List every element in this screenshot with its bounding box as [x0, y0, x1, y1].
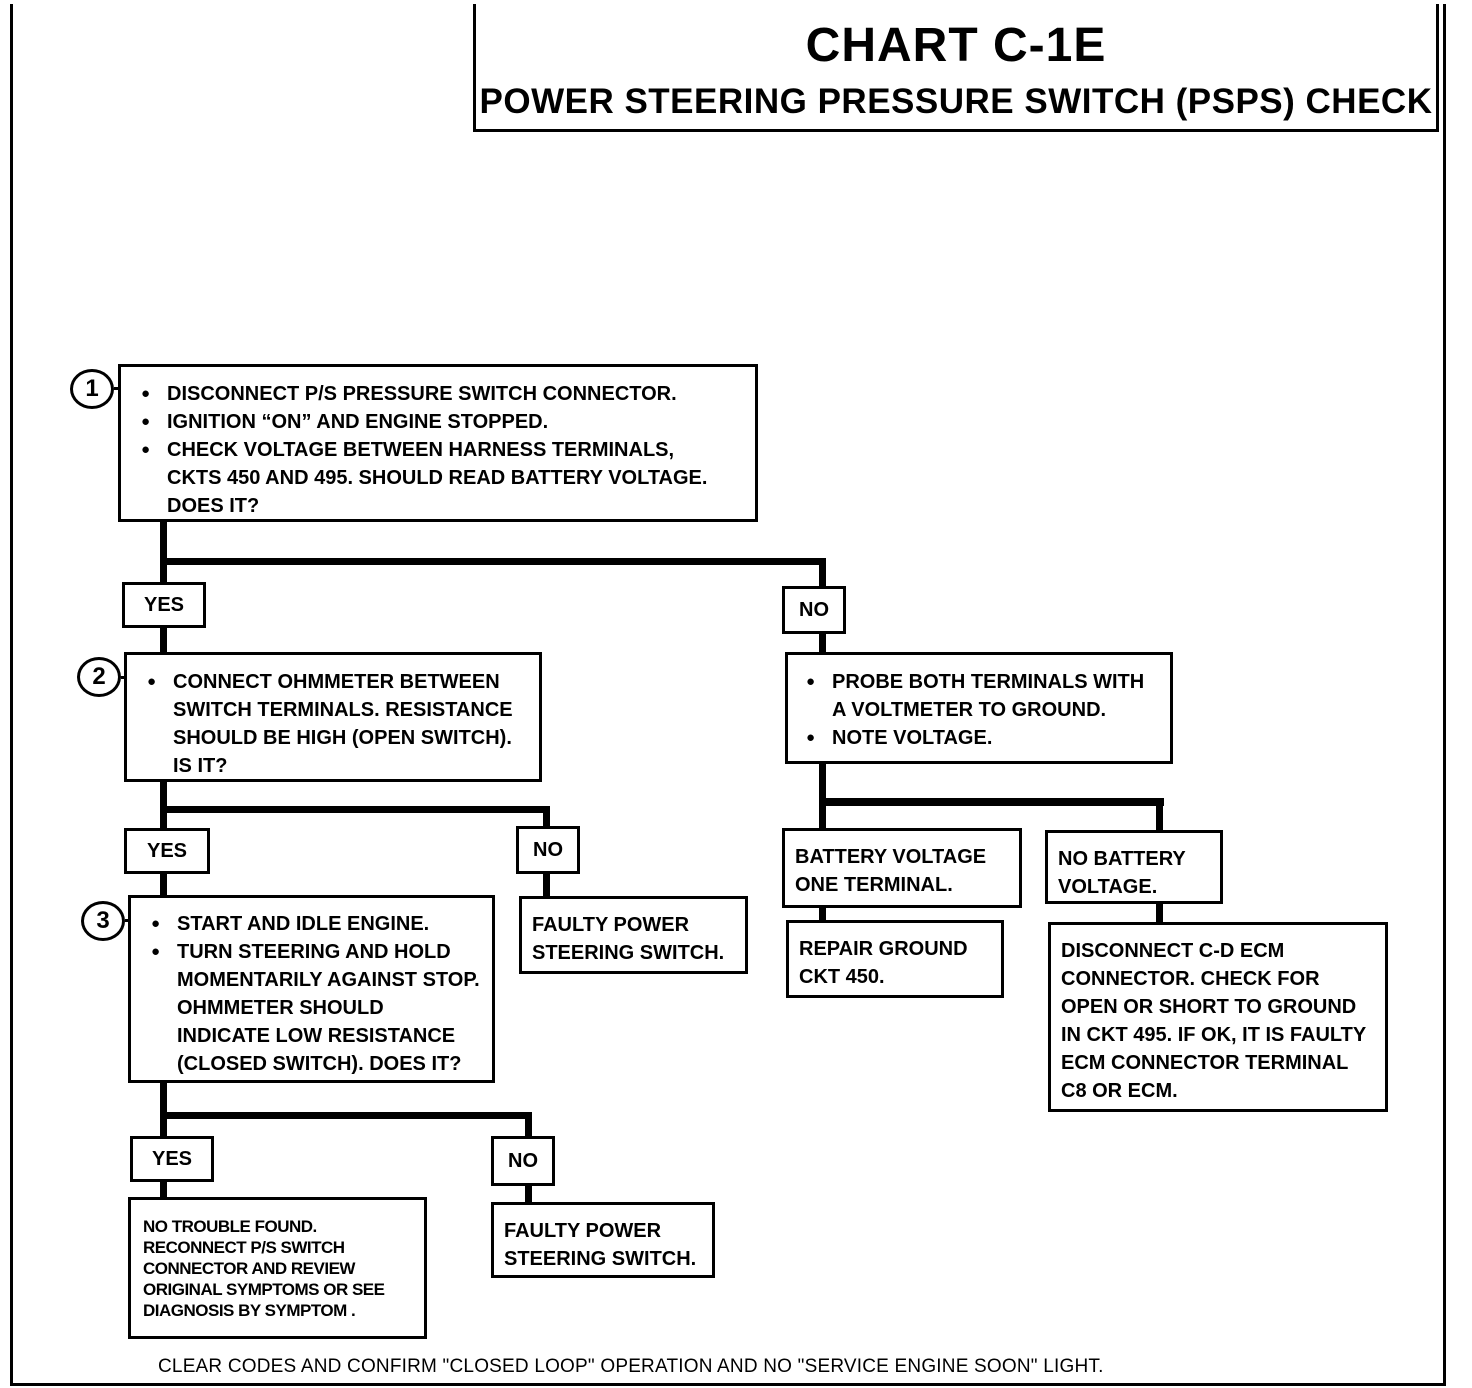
step-3-box: START AND IDLE ENGINE. TURN STEERING AND… — [128, 895, 495, 1083]
connector-line — [525, 1112, 532, 1138]
step-3-item: TURN STEERING AND HOLD MOMENTARILY AGAIN… — [141, 938, 482, 1078]
yes-label: YES — [122, 582, 206, 628]
chart-title: CHART C-1E — [805, 19, 1107, 72]
connector-line — [1156, 902, 1163, 926]
repair-ground-box: REPAIR GROUND CKT 450. — [786, 920, 1004, 998]
faulty-switch-text: FAULTY POWER STEERING SWITCH. — [504, 1220, 697, 1270]
faulty-switch-text: FAULTY POWER STEERING SWITCH. — [532, 914, 725, 964]
connector-line — [160, 1180, 167, 1200]
faulty-switch-box: FAULTY POWER STEERING SWITCH. — [519, 896, 748, 974]
no-label: NO — [516, 826, 580, 874]
faulty-switch-box: FAULTY POWER STEERING SWITCH. — [491, 1202, 715, 1278]
chart-subtitle: POWER STEERING PRESSURE SWITCH (PSPS) CH… — [479, 82, 1433, 121]
connector-line — [543, 872, 550, 898]
step-1-item: DISCONNECT P/S PRESSURE SWITCH CONNECTOR… — [131, 380, 745, 408]
probe-voltage-box: PROBE BOTH TERMINALS WITH A VOLTMETER TO… — [785, 652, 1173, 764]
step-1-box: DISCONNECT P/S PRESSURE SWITCH CONNECTOR… — [118, 364, 758, 522]
connector-line — [160, 626, 167, 656]
connector-line — [543, 806, 550, 828]
no-label: NO — [491, 1136, 555, 1186]
step-number-3: 3 — [81, 901, 125, 941]
title-box — [473, 4, 1439, 132]
connector-line — [819, 798, 1164, 806]
no-battery-voltage-box: NO BATTERY VOLTAGE. — [1045, 830, 1223, 904]
connector-line — [160, 806, 550, 813]
battery-one-text: BATTERY VOLTAGE ONE TERMINAL. — [795, 846, 987, 896]
step-3-item: START AND IDLE ENGINE. — [141, 910, 482, 938]
probe-item: NOTE VOLTAGE. — [796, 724, 1160, 752]
connector-line — [1156, 798, 1163, 834]
connector-line — [160, 1082, 167, 1138]
connector-line — [160, 872, 167, 898]
step-1-item: CHECK VOLTAGE BETWEEN HARNESS TERMINALS,… — [131, 436, 727, 520]
connector-line — [819, 632, 826, 656]
connector-line — [160, 521, 167, 585]
yes-label: YES — [130, 1136, 214, 1182]
step-number-2: 2 — [77, 657, 121, 697]
no-battery-text: NO BATTERY VOLTAGE. — [1058, 848, 1186, 898]
no-label: NO — [782, 586, 846, 634]
repair-ground-text: REPAIR GROUND CKT 450. — [799, 938, 968, 988]
no-trouble-found-box: NO TROUBLE FOUND. RECONNECT P/S SWITCH C… — [128, 1197, 427, 1339]
connector-line — [160, 558, 826, 565]
probe-item: PROBE BOTH TERMINALS WITH A VOLTMETER TO… — [796, 668, 1152, 724]
connector-line — [525, 1184, 532, 1204]
step-1-item: IGNITION “ON” AND ENGINE STOPPED. — [131, 408, 745, 436]
step-2-item: CONNECT OHMMETER BETWEEN SWITCH TERMINAL… — [137, 668, 523, 780]
step-number-1: 1 — [70, 369, 114, 409]
step-2-box: CONNECT OHMMETER BETWEEN SWITCH TERMINAL… — [124, 652, 542, 782]
disconnect-ecm-box: DISCONNECT C-D ECM CONNECTOR. CHECK FOR … — [1048, 922, 1388, 1112]
footer-note: CLEAR CODES AND CONFIRM "CLOSED LOOP" OP… — [158, 1356, 1104, 1377]
no-trouble-text: NO TROUBLE FOUND. RECONNECT P/S SWITCH C… — [143, 1217, 385, 1320]
connector-line — [160, 780, 167, 830]
yes-label: YES — [124, 828, 210, 874]
connector-line — [819, 906, 826, 922]
connector-line — [819, 762, 826, 832]
chart-frame — [10, 4, 1446, 1386]
battery-voltage-one-terminal-box: BATTERY VOLTAGE ONE TERMINAL. — [782, 828, 1022, 908]
connector-line — [819, 558, 826, 588]
connector-line — [160, 1112, 532, 1119]
disconnect-ecm-text: DISCONNECT C-D ECM CONNECTOR. CHECK FOR … — [1061, 940, 1366, 1102]
